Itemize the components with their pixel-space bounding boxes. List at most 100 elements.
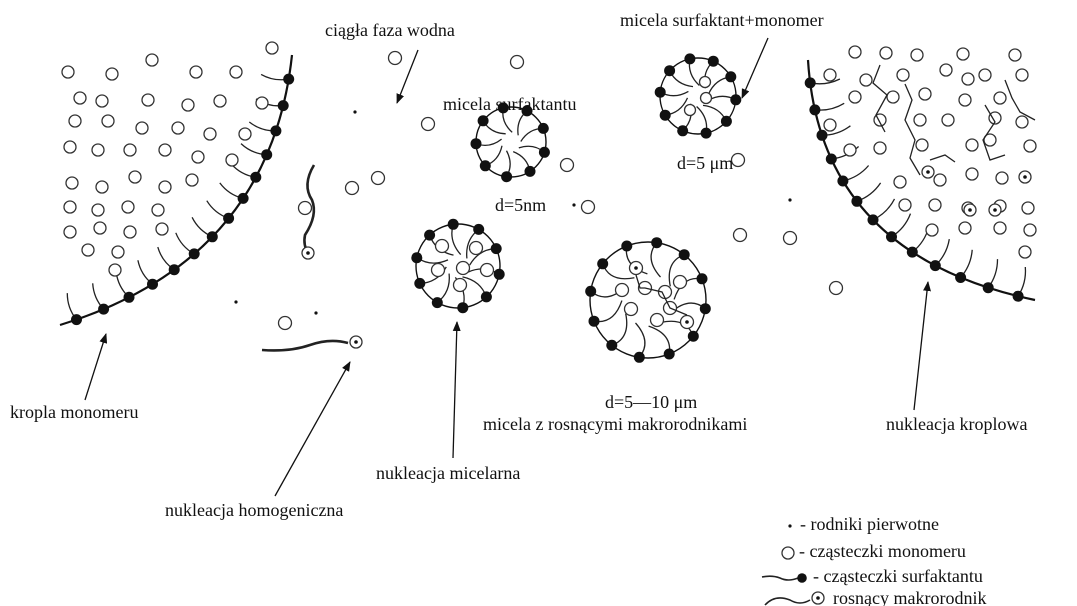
monomer-molecule	[934, 174, 946, 186]
monomer-molecule	[926, 224, 938, 236]
monomer-molecule	[457, 262, 470, 275]
surfactant-head	[589, 316, 600, 327]
monomer-molecule	[1022, 202, 1034, 214]
surfactant-head	[701, 128, 712, 139]
surfactant-head	[585, 286, 596, 297]
legend-primary-radical: - rodniki pierwotne	[788, 514, 939, 534]
monomer-molecule	[102, 115, 114, 127]
monomer-molecule	[899, 199, 911, 211]
legend-growing-macroradical: rosnący makrorodnik	[765, 588, 986, 606]
surfactant-head	[688, 331, 699, 342]
surfactant-head	[494, 269, 505, 280]
surfactant-head	[525, 166, 536, 177]
surfactant-head	[1013, 291, 1024, 302]
monomer-molecule	[159, 144, 171, 156]
surfactant-head	[634, 352, 645, 363]
monomer-molecule	[136, 122, 148, 134]
monomer-molecule	[192, 151, 204, 163]
svg-text:- cząsteczki surfaktantu: - cząsteczki surfaktantu	[813, 566, 983, 586]
primary-radical	[314, 311, 317, 314]
primary-radical-icon	[788, 524, 791, 527]
micelle-size-5-10um: d=5—10 μm	[605, 392, 697, 412]
monomer-molecule	[887, 91, 899, 103]
monomer-molecule	[159, 181, 171, 193]
monomer-molecule	[124, 226, 136, 238]
monomer-molecule	[625, 303, 638, 316]
surfactant-head	[930, 260, 941, 271]
surfactant-head	[457, 302, 468, 313]
monomer-droplet-label: kropla monomeru	[10, 402, 138, 422]
surfactant-head	[660, 110, 671, 121]
surfactant-head	[250, 172, 261, 183]
surfactant-head	[491, 243, 502, 254]
monomer-molecule	[372, 172, 385, 185]
monomer-molecule	[914, 114, 926, 126]
right-monomer-droplet	[805, 46, 1036, 302]
monomer-molecule	[824, 69, 836, 81]
arrow-monomer-droplet	[85, 334, 106, 400]
monomer-molecule	[226, 154, 238, 166]
surfactant-head	[480, 160, 491, 171]
monomer-molecule	[1019, 246, 1031, 258]
monomer-molecule	[346, 182, 359, 195]
monomer-molecule	[919, 88, 931, 100]
surfactant-head	[809, 104, 820, 115]
surfactant-monomer-micelle-label: micela surfaktant+monomer	[620, 10, 824, 30]
monomer-molecule	[69, 115, 81, 127]
surfactant-head	[955, 272, 966, 283]
surfactant-head	[868, 214, 879, 225]
monomer-molecule	[849, 46, 861, 58]
monomer-molecule	[700, 77, 711, 88]
surfactant-head	[98, 304, 109, 315]
monomer-molecule	[481, 264, 494, 277]
surfactant-head	[539, 147, 550, 158]
surfactant-head	[907, 247, 918, 258]
monomer-molecule	[734, 229, 747, 242]
arrow-surfactant-monomer-micelle	[742, 38, 768, 98]
monomer-molecule	[1024, 224, 1036, 236]
surfactant-head	[651, 237, 662, 248]
monomer-molecule	[616, 284, 629, 297]
surfactant-head	[424, 230, 435, 241]
monomer-molecule	[422, 118, 435, 131]
monomer-molecule	[436, 240, 449, 253]
surfactant-micelle	[471, 102, 550, 182]
monomer-molecule	[389, 52, 402, 65]
left-monomer-droplet	[60, 42, 294, 325]
surfactant-head	[147, 279, 158, 290]
growing-macroradical-icon	[765, 592, 824, 605]
monomer-molecule	[109, 264, 121, 276]
monomer-molecule	[911, 49, 923, 61]
monomer-molecule	[299, 202, 312, 215]
monomer-molecule	[979, 69, 991, 81]
monomer-molecule	[92, 204, 104, 216]
micellar-nucleation-micelle	[411, 219, 504, 313]
droplet-nucleation-label: nukleacja kroplowa	[886, 414, 1027, 434]
surfactant-head	[837, 176, 848, 187]
monomer-molecule	[844, 144, 856, 156]
legend-surfactant-molecule: - cząsteczki surfaktantu	[762, 566, 983, 586]
monomer-molecule	[66, 177, 78, 189]
monomer-molecule	[582, 201, 595, 214]
surfactant-head	[708, 56, 719, 67]
surfactant-head	[207, 231, 218, 242]
surfactant-head	[851, 196, 862, 207]
surfactant-head	[478, 115, 489, 126]
monomer-molecule	[64, 226, 76, 238]
micellar-nucleation-label: nukleacja micelarna	[376, 463, 520, 483]
surfactant-head	[684, 53, 695, 64]
monomer-molecule	[239, 128, 251, 140]
legend-monomer-molecule: - cząsteczki monomeru	[782, 541, 966, 561]
monomer-molecule	[146, 54, 158, 66]
monomer-molecule-icon	[782, 547, 794, 559]
surfactant-head	[71, 314, 82, 325]
monomer-molecule	[64, 201, 76, 213]
monomer-molecule	[685, 105, 696, 116]
monomer-molecule	[124, 144, 136, 156]
surfactant-head	[817, 130, 828, 141]
monomer-molecule	[470, 242, 483, 255]
monomer-molecule	[64, 141, 76, 153]
surfactant-head	[606, 340, 617, 351]
monomer-molecule	[874, 142, 886, 154]
